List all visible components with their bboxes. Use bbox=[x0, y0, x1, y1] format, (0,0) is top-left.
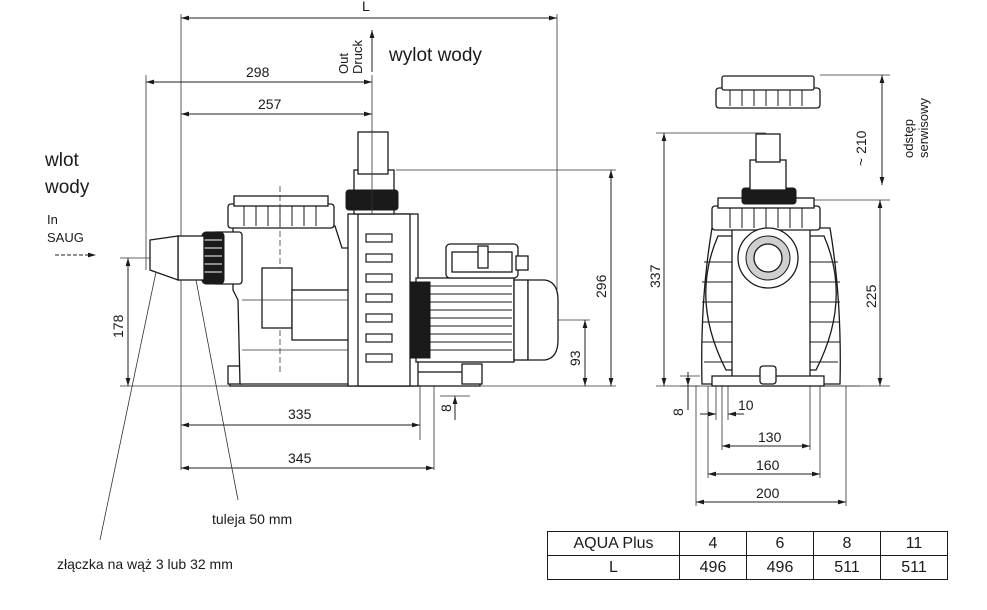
dim-L: L bbox=[362, 0, 370, 14]
service-gap-line2: serwisowy bbox=[916, 98, 931, 158]
table-row: AQUA Plus 4 6 8 11 bbox=[547, 531, 948, 556]
in-label: In bbox=[47, 212, 58, 227]
dim-337: 337 bbox=[647, 264, 663, 288]
druck-label: Druck bbox=[350, 40, 365, 74]
dim-335: 335 bbox=[288, 406, 312, 422]
out-label: Out bbox=[336, 53, 351, 74]
dim-257: 257 bbox=[258, 96, 282, 112]
volute-slots bbox=[365, 233, 393, 363]
front-view bbox=[656, 74, 890, 506]
dim-345: 345 bbox=[288, 450, 312, 466]
table-model-cell: 4 bbox=[679, 531, 747, 556]
table-model-cell: 8 bbox=[813, 531, 881, 556]
table-length-cell: 511 bbox=[813, 555, 881, 580]
table-row-label: L bbox=[547, 555, 680, 580]
service-gap-line1: odstęp bbox=[901, 119, 916, 158]
table-length-cell: 511 bbox=[880, 555, 948, 580]
dim-210: ~ 210 bbox=[853, 130, 869, 166]
dim-298: 298 bbox=[246, 64, 270, 80]
inlet-label-line1: wlot bbox=[44, 150, 80, 171]
motor-fins bbox=[420, 285, 512, 351]
sleeve-note: tuleja 50 mm bbox=[212, 511, 292, 527]
dim-160: 160 bbox=[756, 457, 780, 473]
dim-200: 200 bbox=[756, 485, 780, 501]
front-lid-ribs bbox=[729, 208, 803, 228]
table-model-cell: 6 bbox=[746, 531, 814, 556]
dim-178: 178 bbox=[110, 314, 126, 338]
dim-93: 93 bbox=[567, 350, 583, 366]
hose-connector-note: złączka na wąż 3 lub 32 mm bbox=[57, 556, 233, 572]
dim-8-side: 8 bbox=[438, 404, 454, 412]
dim-130: 130 bbox=[758, 429, 782, 445]
table-header-label: AQUA Plus bbox=[547, 531, 680, 556]
inlet-label-line2: wody bbox=[44, 177, 90, 198]
table-length-cell: 496 bbox=[746, 555, 814, 580]
removed-lid-ribs bbox=[729, 90, 803, 106]
dim-296: 296 bbox=[593, 274, 609, 298]
saug-label: SAUG bbox=[47, 230, 84, 245]
table-model-cell: 11 bbox=[880, 531, 948, 556]
model-length-table: AQUA Plus 4 6 8 11 L 496 496 511 511 bbox=[547, 531, 948, 580]
dim-8-front: 8 bbox=[670, 408, 686, 416]
table-row: L 496 496 511 511 bbox=[547, 555, 948, 580]
dim-10: 10 bbox=[738, 397, 754, 413]
side-view bbox=[55, 14, 616, 471]
table-length-cell: 496 bbox=[679, 555, 747, 580]
dim-225: 225 bbox=[863, 284, 879, 308]
outlet-label: wylot wody bbox=[388, 45, 482, 66]
